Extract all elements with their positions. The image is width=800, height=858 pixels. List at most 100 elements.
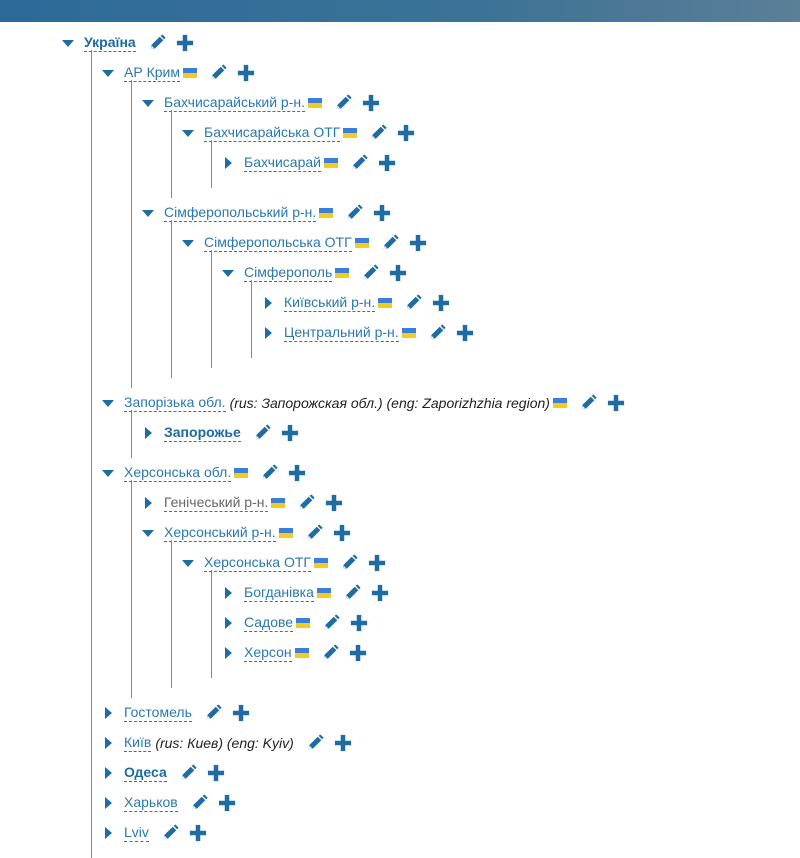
expand-toggle-icon[interactable] bbox=[222, 647, 244, 659]
ukraine-flag-icon bbox=[401, 328, 416, 338]
node-label-link[interactable]: Центральний р-н. bbox=[284, 324, 399, 342]
expand-toggle-icon[interactable] bbox=[102, 797, 124, 809]
expand-toggle-icon[interactable] bbox=[222, 617, 244, 629]
pencil-edit-icon[interactable] bbox=[404, 294, 422, 312]
node-label-link[interactable]: Lviv bbox=[124, 824, 149, 842]
plus-add-icon[interactable] bbox=[325, 494, 343, 512]
collapse-toggle-icon[interactable] bbox=[62, 39, 84, 47]
expand-toggle-icon[interactable] bbox=[222, 587, 244, 599]
expand-toggle-icon[interactable] bbox=[262, 297, 284, 309]
pencil-edit-icon[interactable] bbox=[428, 324, 446, 342]
pencil-edit-icon[interactable] bbox=[343, 584, 361, 602]
plus-add-icon[interactable] bbox=[350, 614, 368, 632]
pencil-edit-icon[interactable] bbox=[306, 734, 324, 752]
triangle-down-icon bbox=[182, 559, 194, 567]
plus-add-icon[interactable] bbox=[409, 234, 427, 252]
pencil-edit-icon[interactable] bbox=[161, 824, 179, 842]
plus-add-icon[interactable] bbox=[378, 154, 396, 172]
expand-toggle-icon[interactable] bbox=[222, 157, 244, 169]
pencil-edit-icon[interactable] bbox=[334, 94, 352, 112]
node-label-link[interactable]: Бахчисарай bbox=[244, 154, 321, 172]
collapse-toggle-icon[interactable] bbox=[182, 129, 204, 137]
node-label-link[interactable]: Запорізька обл. bbox=[124, 394, 226, 412]
plus-add-icon[interactable] bbox=[397, 124, 415, 142]
plus-add-icon[interactable] bbox=[333, 524, 351, 542]
node-label-link[interactable]: Сімферополь bbox=[244, 264, 333, 282]
pencil-edit-icon[interactable] bbox=[321, 644, 339, 662]
node-label-link[interactable]: Київ bbox=[124, 734, 152, 752]
node-label-link[interactable]: Генічеський р-н. bbox=[164, 494, 269, 512]
collapse-toggle-icon[interactable] bbox=[182, 239, 204, 247]
node-label-link[interactable]: Київський р-н. bbox=[284, 294, 376, 312]
expand-toggle-icon[interactable] bbox=[142, 427, 164, 439]
plus-add-icon[interactable] bbox=[232, 704, 250, 722]
node-label-link[interactable]: Богданівка bbox=[244, 584, 314, 602]
pencil-edit-icon[interactable] bbox=[260, 464, 278, 482]
triangle-right-icon bbox=[105, 797, 112, 809]
node-label-link[interactable]: АР Крим bbox=[124, 64, 180, 82]
expand-toggle-icon[interactable] bbox=[262, 327, 284, 339]
pencil-edit-icon[interactable] bbox=[381, 234, 399, 252]
plus-add-icon[interactable] bbox=[368, 554, 386, 572]
node-label-link[interactable]: Бахчисарайська ОТГ bbox=[204, 124, 341, 142]
node-label-link[interactable]: Сімферопольський р-н. bbox=[164, 204, 317, 222]
plus-add-icon[interactable] bbox=[373, 204, 391, 222]
plus-add-icon[interactable] bbox=[207, 764, 225, 782]
collapse-toggle-icon[interactable] bbox=[102, 399, 124, 407]
pencil-edit-icon[interactable] bbox=[345, 204, 363, 222]
node-label-link[interactable]: Україна bbox=[84, 34, 136, 52]
tree-node: Гостомель bbox=[102, 698, 800, 728]
triangle-right-icon bbox=[145, 427, 152, 439]
node-label-link[interactable]: Одеса bbox=[124, 764, 167, 782]
node-label-link[interactable]: Херсонський р-н. bbox=[164, 524, 276, 542]
plus-add-icon[interactable] bbox=[371, 584, 389, 602]
node-label-link[interactable]: Сімферопольська ОТГ bbox=[204, 234, 352, 252]
collapse-toggle-icon[interactable] bbox=[182, 559, 204, 567]
node-label-link[interactable]: Гостомель bbox=[124, 704, 192, 722]
pencil-edit-icon[interactable] bbox=[361, 264, 379, 282]
plus-add-icon[interactable] bbox=[237, 64, 255, 82]
pencil-edit-icon[interactable] bbox=[204, 704, 222, 722]
pencil-edit-icon[interactable] bbox=[369, 124, 387, 142]
plus-add-icon[interactable] bbox=[176, 34, 194, 52]
node-label-link[interactable]: Бахчисарайський р-н. bbox=[164, 94, 305, 112]
plus-add-icon[interactable] bbox=[349, 644, 367, 662]
plus-add-icon[interactable] bbox=[362, 94, 380, 112]
plus-add-icon[interactable] bbox=[189, 824, 207, 842]
pencil-edit-icon[interactable] bbox=[322, 614, 340, 632]
pencil-edit-icon[interactable] bbox=[179, 764, 197, 782]
plus-add-icon[interactable] bbox=[432, 294, 450, 312]
pencil-edit-icon[interactable] bbox=[148, 34, 166, 52]
pencil-edit-icon[interactable] bbox=[579, 394, 597, 412]
plus-add-icon[interactable] bbox=[389, 264, 407, 282]
triangle-right-icon bbox=[225, 647, 232, 659]
collapse-toggle-icon[interactable] bbox=[142, 529, 164, 537]
plus-add-icon[interactable] bbox=[334, 734, 352, 752]
pencil-edit-icon[interactable] bbox=[350, 154, 368, 172]
collapse-toggle-icon[interactable] bbox=[142, 209, 164, 217]
expand-toggle-icon[interactable] bbox=[102, 737, 124, 749]
expand-toggle-icon[interactable] bbox=[102, 707, 124, 719]
plus-add-icon[interactable] bbox=[281, 424, 299, 442]
plus-add-icon[interactable] bbox=[288, 464, 306, 482]
expand-toggle-icon[interactable] bbox=[102, 827, 124, 839]
pencil-edit-icon[interactable] bbox=[297, 494, 315, 512]
collapse-toggle-icon[interactable] bbox=[102, 69, 124, 77]
plus-add-icon[interactable] bbox=[456, 324, 474, 342]
pencil-edit-icon[interactable] bbox=[305, 524, 323, 542]
plus-add-icon[interactable] bbox=[607, 394, 625, 412]
expand-toggle-icon[interactable] bbox=[142, 497, 164, 509]
node-label-link[interactable]: Херсонська ОТГ bbox=[204, 554, 312, 572]
pencil-edit-icon[interactable] bbox=[340, 554, 358, 572]
collapse-toggle-icon[interactable] bbox=[102, 469, 124, 477]
pencil-edit-icon[interactable] bbox=[253, 424, 271, 442]
collapse-toggle-icon[interactable] bbox=[142, 99, 164, 107]
collapse-toggle-icon[interactable] bbox=[222, 269, 244, 277]
pencil-edit-icon[interactable] bbox=[209, 64, 227, 82]
node-label-link[interactable]: Херсонська обл. bbox=[124, 464, 232, 482]
node-label-link[interactable]: Херсон bbox=[244, 644, 292, 662]
node-label-link[interactable]: Запорожье bbox=[164, 424, 241, 442]
expand-toggle-icon[interactable] bbox=[102, 767, 124, 779]
node-label-link[interactable]: Садове bbox=[244, 614, 294, 632]
